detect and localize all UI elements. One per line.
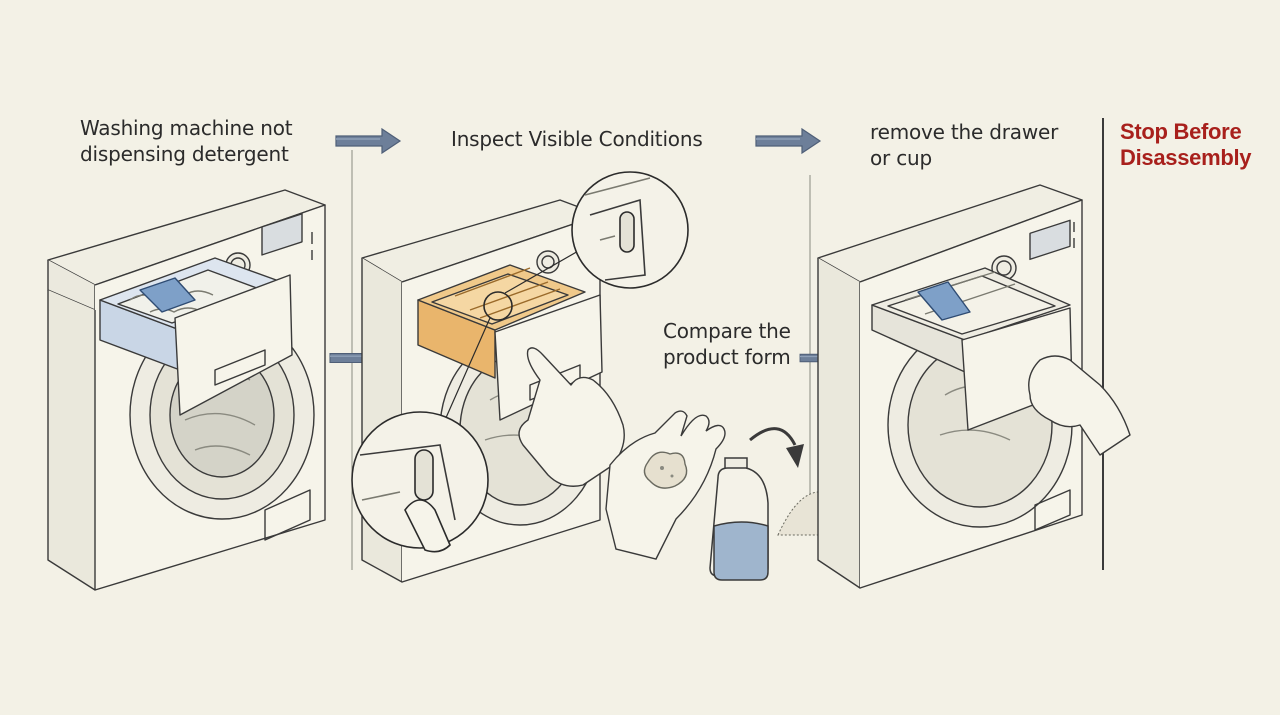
washing-machine-1 <box>47 189 326 591</box>
detergent-bottle-icon <box>709 457 769 581</box>
arrow-right-icon <box>755 128 821 154</box>
hand-icon <box>1028 355 1131 456</box>
magnifier-circle-icon <box>351 411 489 553</box>
curved-arrow-icon <box>749 427 797 446</box>
inspection-focus-circle <box>483 291 513 321</box>
step-label-remove: remove the drawer or cup <box>870 119 1058 171</box>
step-label-stop: Stop Before Disassembly <box>1120 119 1252 171</box>
label-line: remove the drawer <box>870 120 1059 144</box>
label-line: dispensing detergent <box>80 142 289 166</box>
step-label-inspect: Inspect Visible Conditions <box>451 126 703 152</box>
label-line: Stop Before <box>1120 119 1242 144</box>
label-line: product form <box>663 345 791 369</box>
label-line: Disassembly <box>1120 145 1252 170</box>
magnifier-circle-icon <box>571 171 689 289</box>
hand-icon <box>518 347 625 487</box>
label-line: Inspect Visible Conditions <box>451 127 703 151</box>
step-label-problem: Washing machine not dispensing detergent <box>80 115 293 167</box>
washing-machine-3 <box>817 184 1131 589</box>
label-line: Washing machine not <box>80 116 293 140</box>
label-line: or cup <box>870 146 932 170</box>
hand-icon <box>605 410 726 560</box>
label-line: Compare the <box>663 319 791 343</box>
step-label-compare: Compare the product form <box>663 318 791 370</box>
arrow-right-icon <box>335 128 401 154</box>
